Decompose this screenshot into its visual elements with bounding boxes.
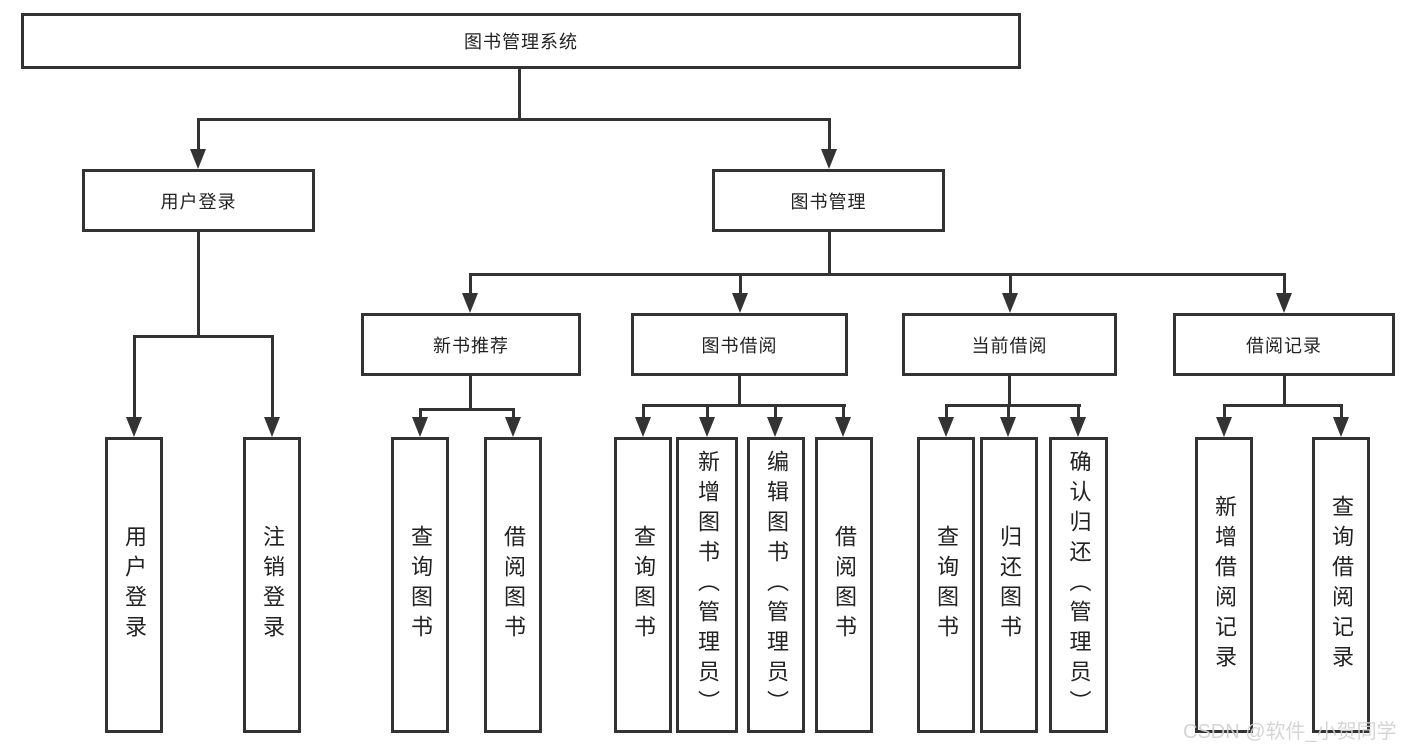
arrow-down-icon — [767, 417, 783, 437]
leaf-borrow-books-recommend: 借阅图书 — [484, 437, 542, 733]
node-borrow-record-label: 借阅记录 — [1246, 335, 1322, 356]
connector-user-login-rail — [133, 335, 274, 338]
arrow-down-icon — [938, 417, 954, 437]
leaf-return-books: 归还图书 — [980, 437, 1038, 733]
arrow-down-icon — [699, 417, 715, 437]
leaf-query-borrow-record: 查询借阅记录 — [1312, 437, 1370, 733]
connector-arrow-line — [828, 118, 831, 151]
node-user-login-label: 用户登录 — [160, 191, 237, 212]
connector-book-borrow-rail — [642, 404, 846, 407]
arrow-down-icon — [126, 417, 142, 437]
node-new-book-recommend-label: 新书推荐 — [433, 335, 509, 356]
connector-arrow-line — [197, 118, 200, 151]
node-new-book-recommend: 新书推荐 — [361, 313, 581, 376]
leaf-borrow-books-label: 借阅图书 — [832, 525, 857, 645]
node-book-borrow: 图书借阅 — [631, 313, 848, 376]
connector-new-book-stub — [469, 376, 472, 410]
connector-current-borrow-stub — [1008, 376, 1011, 406]
connector-borrow-record-stub — [1283, 376, 1286, 406]
arrow-down-icon — [264, 417, 280, 437]
arrow-down-icon — [821, 149, 837, 169]
connector-new-book-rail — [419, 408, 515, 411]
arrow-down-icon — [462, 293, 478, 313]
leaf-add-borrow-record: 新增借阅记录 — [1195, 437, 1253, 733]
arrow-down-icon — [505, 417, 521, 437]
connector-arrow-line — [1009, 273, 1012, 295]
node-user-login: 用户登录 — [82, 169, 315, 232]
leaf-logout: 注销登录 — [243, 437, 301, 733]
connector-arrow-line — [945, 404, 948, 419]
connector-arrow-line — [1283, 273, 1286, 295]
node-book-management: 图书管理 — [712, 169, 945, 232]
leaf-query-books-current: 查询图书 — [917, 437, 975, 733]
connector-borrow-record-rail — [1223, 404, 1343, 407]
connector-arrow-line — [842, 404, 845, 419]
arrow-down-icon — [190, 149, 206, 169]
leaf-borrow-books: 借阅图书 — [815, 437, 873, 733]
leaf-query-books-borrow: 查询图书 — [614, 437, 672, 733]
leaf-user-login-label: 用户登录 — [122, 525, 147, 645]
leaf-return-books-label: 归还图书 — [997, 525, 1022, 645]
connector-user-login-stub — [197, 232, 200, 337]
leaf-user-login: 用户登录 — [105, 437, 163, 733]
connector-arrow-line — [1007, 404, 1010, 419]
csdn-watermark: CSDN @软件_小贺同学 — [1183, 721, 1397, 743]
connector-arrow-line — [469, 273, 472, 295]
leaf-query-books-recommend-label: 查询图书 — [408, 525, 433, 645]
leaf-logout-label: 注销登录 — [260, 525, 285, 645]
arrow-down-icon — [635, 417, 651, 437]
arrow-down-icon — [835, 417, 851, 437]
leaf-query-borrow-record-label: 查询借阅记录 — [1329, 495, 1354, 675]
leaf-borrow-books-recommend-label: 借阅图书 — [501, 525, 526, 645]
node-root: 图书管理系统 — [21, 13, 1021, 69]
connector-arrow-line — [1077, 404, 1080, 419]
connector-arrow-line — [739, 273, 742, 295]
arrow-down-icon — [732, 293, 748, 313]
leaf-confirm-return-admin: 确认归还（管理员） — [1049, 437, 1108, 733]
arrow-down-icon — [412, 417, 428, 437]
arrow-down-icon — [1333, 417, 1349, 437]
node-borrow-record: 借阅记录 — [1173, 313, 1395, 376]
connector-level3-rail — [469, 273, 1286, 276]
leaf-query-books-current-label: 查询图书 — [934, 525, 959, 645]
connector-arrow-line — [133, 335, 136, 419]
leaf-edit-books-admin-label: 编辑图书（管理员） — [764, 450, 789, 720]
node-book-borrow-label: 图书借阅 — [701, 335, 778, 356]
arrow-down-icon — [1216, 417, 1232, 437]
connector-arrow-line — [774, 404, 777, 419]
connector-root-stub — [518, 69, 521, 120]
connector-level2-rail — [197, 118, 831, 121]
arrow-down-icon — [1002, 293, 1018, 313]
connector-arrow-line — [419, 408, 422, 419]
node-book-management-label: 图书管理 — [790, 191, 867, 212]
connector-book-management-stub — [828, 232, 831, 275]
connector-arrow-line — [642, 404, 645, 419]
connector-arrow-line — [271, 335, 274, 419]
connector-arrow-line — [1340, 404, 1343, 419]
node-root-label: 图书管理系统 — [464, 32, 578, 52]
leaf-confirm-return-admin-label: 确认归还（管理员） — [1066, 450, 1092, 720]
arrow-down-icon — [1000, 417, 1016, 437]
node-current-borrow-label: 当前借阅 — [971, 335, 1048, 356]
leaf-add-books-admin-label: 新增图书（管理员） — [695, 450, 720, 720]
arrow-down-icon — [1070, 417, 1086, 437]
connector-book-borrow-stub — [738, 376, 741, 406]
leaf-query-books-borrow-label: 查询图书 — [631, 525, 656, 645]
leaf-add-borrow-record-label: 新增借阅记录 — [1212, 495, 1237, 675]
arrow-down-icon — [1276, 293, 1292, 313]
leaf-query-books-recommend: 查询图书 — [391, 437, 449, 733]
node-current-borrow: 当前借阅 — [902, 313, 1117, 376]
leaf-add-books-admin: 新增图书（管理员） — [676, 437, 738, 733]
connector-arrow-line — [1223, 404, 1226, 419]
connector-arrow-line — [706, 404, 709, 419]
leaf-edit-books-admin: 编辑图书（管理员） — [747, 437, 805, 733]
connector-arrow-line — [512, 408, 515, 419]
connector-current-borrow-rail — [945, 404, 1081, 407]
